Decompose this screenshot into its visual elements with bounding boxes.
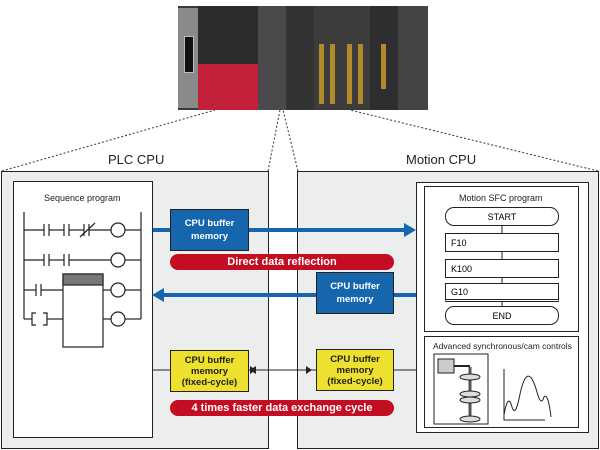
sfc-step-start: START — [445, 207, 559, 226]
buffer-label: memory — [336, 364, 374, 376]
buffer-label: CPU buffer — [330, 353, 380, 365]
advanced-controls-label: Advanced synchronous/cam controls — [433, 341, 572, 351]
advanced-controls-box: Advanced synchronous/cam controls — [424, 336, 579, 428]
buffer-label: memory — [191, 231, 228, 242]
buffer-label: (fixed-cycle) — [327, 375, 383, 387]
buffer-label: memory — [191, 365, 228, 377]
motion-sfc-program: Motion SFC program START F10 K100 G10 EN… — [424, 186, 579, 332]
buffer-label: memory — [336, 294, 374, 305]
cpu-buffer-memory-motion: CPU buffer memory — [316, 272, 394, 314]
cam-mechanism-illustration — [433, 353, 552, 425]
direct-data-reflection-banner: Direct data reflection — [170, 254, 394, 270]
sfc-step-end: END — [445, 306, 559, 325]
buffer-label: (fixed-cycle) — [181, 376, 238, 388]
plc-hardware-image — [178, 6, 428, 110]
cam-curve-graph — [503, 369, 552, 421]
buffer-label: CPU buffer — [330, 281, 380, 292]
buffer-label: CPU buffer — [184, 354, 235, 366]
plc-cpu-title: PLC CPU — [108, 152, 165, 167]
sfc-step-f10: F10 — [445, 233, 559, 252]
motion-cpu-title: Motion CPU — [406, 152, 477, 167]
sequence-program-box: Sequence program — [13, 181, 153, 438]
sfc-step-k100: K100 — [445, 259, 559, 278]
faster-exchange-banner: 4 times faster data exchange cycle — [170, 400, 394, 416]
ladder-diagram — [23, 212, 142, 348]
sfc-label: Motion SFC program — [459, 193, 543, 203]
cpu-buffer-memory-plc: CPU buffer memory — [170, 209, 249, 251]
buffer-label: CPU buffer — [184, 218, 235, 229]
sequence-program-label: Sequence program — [44, 193, 121, 203]
sfc-step-g10: G10 — [445, 283, 559, 302]
